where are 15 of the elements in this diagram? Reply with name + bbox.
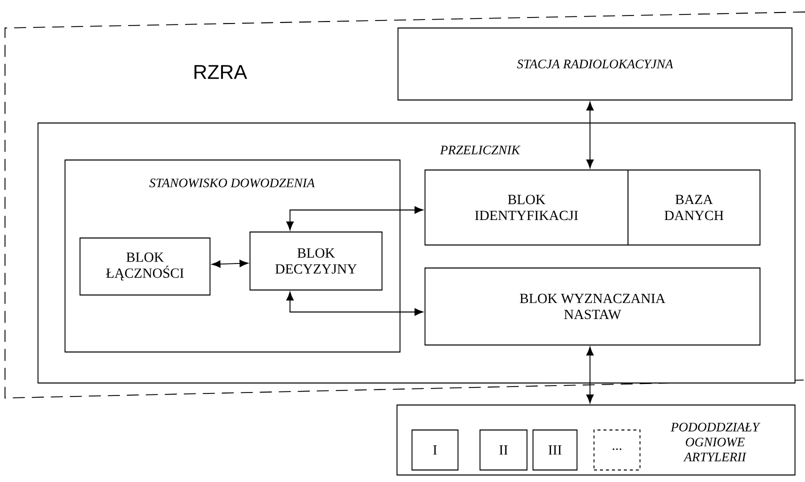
unit-box: I [412,430,458,470]
arrow [212,260,248,268]
station-box: STACJA RADIOLOKACYJNA [398,28,792,100]
unit-box: ... [594,430,640,470]
arrow [586,346,594,404]
block-box: BLOK WYZNACZANIA NASTAW [424,268,760,346]
block-box: BLOK DECYZYJNY [250,232,382,290]
block-box: BLOK IDENTYFIKACJI [424,170,628,246]
database-box: BAZA DANYCH [628,170,760,246]
unit-box: III [532,430,578,470]
arrow [286,206,424,230]
unit-box: II [480,430,528,470]
arrow [286,292,424,316]
block-box: BLOK ŁĄCZNOŚCI [80,238,210,296]
arrow [586,102,594,168]
